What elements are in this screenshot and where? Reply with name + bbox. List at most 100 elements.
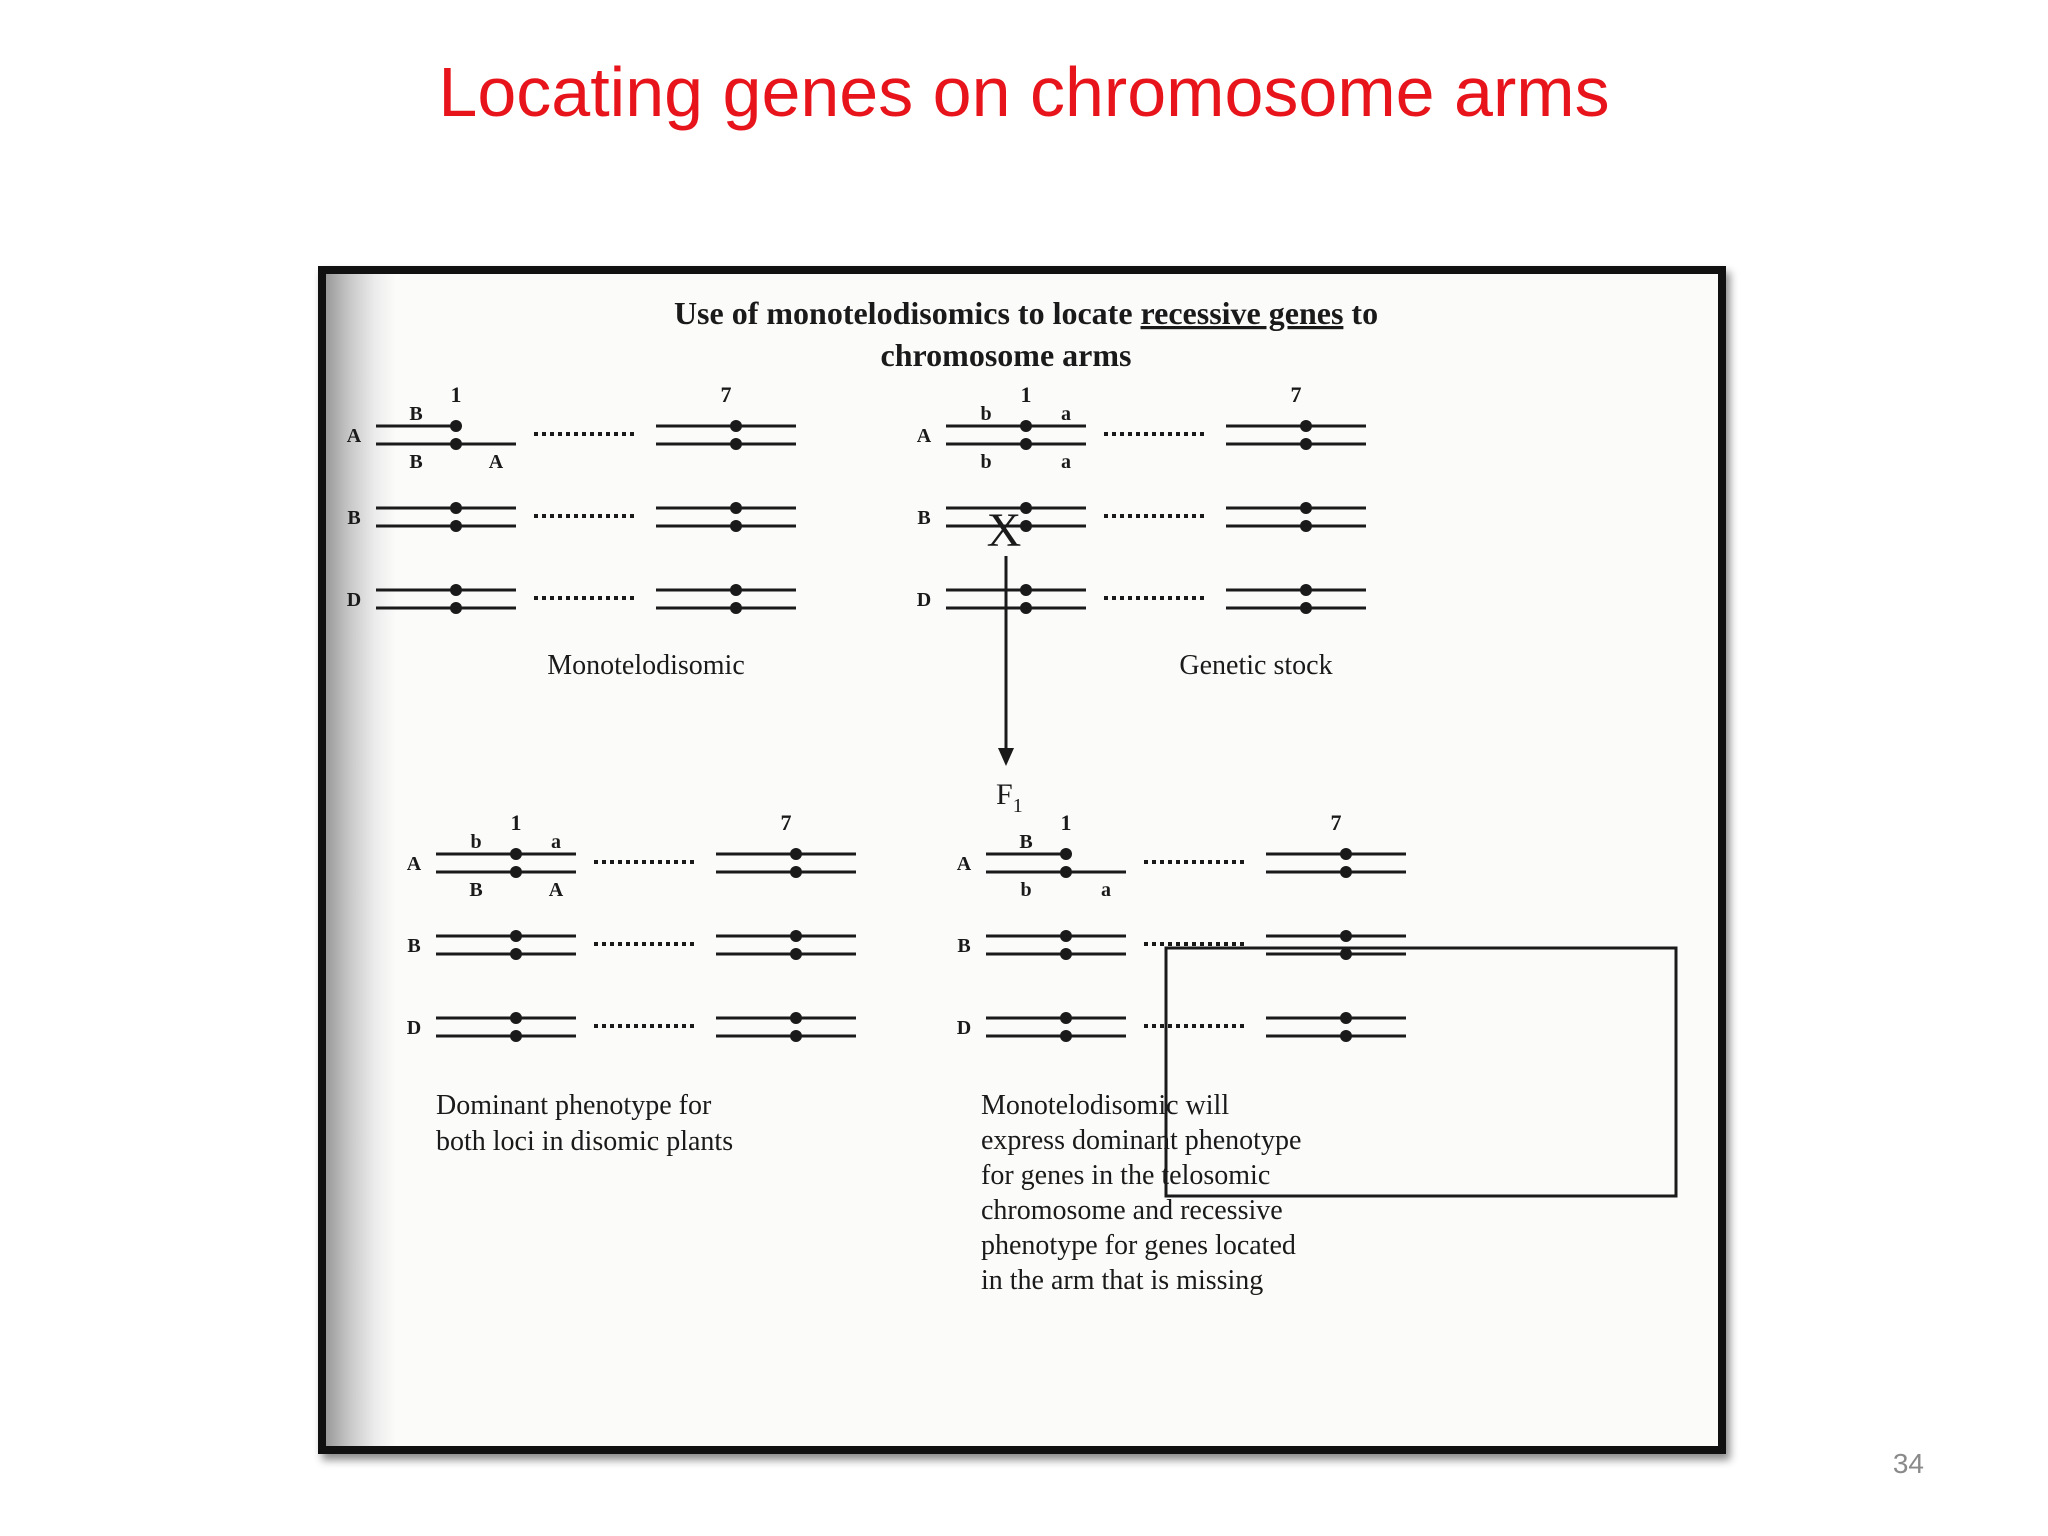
- chromosome-7-d-centromere-upper: [1300, 584, 1312, 596]
- chromosome-7-d-centromere-lower: [1340, 1030, 1352, 1042]
- chromosome-7-a-centromere-upper: [730, 420, 742, 432]
- genome-label-d: D: [917, 589, 931, 611]
- genome-label-d: D: [407, 1017, 421, 1039]
- panel-caption-line: Genetic stock: [1179, 650, 1332, 681]
- genome-label-b: B: [917, 507, 930, 529]
- chromosome-1-b-centromere-lower: [1020, 520, 1032, 532]
- f1-label: F1: [996, 778, 1023, 817]
- chromosome-1-a-centromere-lower: [510, 866, 522, 878]
- chromosome-7-d-centromere-upper: [790, 1012, 802, 1024]
- chromosome-1-a-centromere-upper: [450, 420, 462, 432]
- chromosome-7-a-centromere-lower: [790, 866, 802, 878]
- chromosome-7-b-centromere-upper: [1340, 930, 1352, 942]
- panel-caption-line: phenotype for genes located: [981, 1230, 1296, 1261]
- chromosome-number-7: 7: [781, 810, 792, 835]
- chromosome-7-a-centromere-upper: [1340, 848, 1352, 860]
- panel-caption-line: in the arm that is missing: [981, 1265, 1263, 1296]
- allele-top-right: a: [1061, 403, 1071, 425]
- allele-bottom-left: B: [409, 451, 422, 473]
- chromosome-7-a-centromere-upper: [790, 848, 802, 860]
- cross-symbol: X: [987, 504, 1022, 557]
- chromosome-number-7: 7: [1331, 810, 1342, 835]
- chromosome-7-d-centromere-upper: [1340, 1012, 1352, 1024]
- chromosome-1-a-centromere-upper: [1060, 848, 1072, 860]
- genome-label-d: D: [347, 589, 361, 611]
- scanned-figure: Use of monotelodisomics to locate recess…: [318, 266, 1726, 1454]
- chromosome-1-b-centromere-upper: [1060, 930, 1072, 942]
- result-highlight-box: [1164, 946, 1678, 1198]
- chromosome-7-d-centromere-lower: [790, 1030, 802, 1042]
- allele-bottom-right: A: [489, 451, 504, 473]
- genome-label-b: B: [407, 935, 420, 957]
- chromosome-7-b-centromere-upper: [790, 930, 802, 942]
- allele-bottom-left: b: [1020, 879, 1031, 901]
- chromosome-number-1: 1: [1061, 810, 1072, 835]
- panel-caption-line: chromosome and recessive: [981, 1195, 1283, 1226]
- allele-top-right: a: [551, 831, 561, 853]
- genome-label-b: B: [347, 507, 360, 529]
- chromosome-1-d-centromere-lower: [450, 602, 462, 614]
- figure-heading-line1: Use of monotelodisomics to locate recess…: [674, 295, 1378, 331]
- chromosome-7-a-centromere-lower: [1300, 438, 1312, 450]
- chromosome-7-d-centromere-upper: [730, 584, 742, 596]
- scan-shadow-edge: [326, 274, 396, 1446]
- cross-arrow-head: [998, 748, 1014, 766]
- panel-caption-line: Monotelodisomic: [547, 650, 745, 681]
- chromosome-1-d-centromere-lower: [1020, 602, 1032, 614]
- chromosome-1-d-centromere-upper: [1060, 1012, 1072, 1024]
- slide-title: Locating genes on chromosome arms: [438, 53, 1610, 131]
- chromosome-1-a-centromere-lower: [450, 438, 462, 450]
- chromosome-1-d-centromere-upper: [510, 1012, 522, 1024]
- chromosome-7-a-centromere-upper: [1300, 420, 1312, 432]
- panel-caption-line: express dominant phenotype: [981, 1125, 1301, 1156]
- allele-top-left: B: [1019, 831, 1032, 853]
- allele-top-left: b: [470, 831, 481, 853]
- allele-bottom-right: a: [1101, 879, 1111, 901]
- chromosome-1-b-centromere-lower: [450, 520, 462, 532]
- f1-subscript: 1: [1013, 795, 1023, 817]
- chromosome-number-1: 1: [451, 382, 462, 407]
- genome-label-a: A: [957, 853, 972, 875]
- chromosome-1-b-centromere-upper: [1020, 502, 1032, 514]
- panel-caption-line: for genes in the telosomic: [981, 1160, 1270, 1191]
- genome-label-a: A: [917, 425, 932, 447]
- allele-bottom-right: A: [549, 879, 564, 901]
- slide-number: 34: [1892, 1448, 1924, 1479]
- chromosome-1-d-centromere-upper: [450, 584, 462, 596]
- genome-label-a: A: [407, 853, 422, 875]
- chromosome-7-b-centromere-upper: [1300, 502, 1312, 514]
- chromosome-1-a-centromere-upper: [510, 848, 522, 860]
- allele-top-left: b: [980, 403, 991, 425]
- chromosome-7-b-centromere-lower: [1340, 948, 1352, 960]
- f1-letter: F: [996, 778, 1013, 811]
- chromosome-1-d-centromere-upper: [1020, 584, 1032, 596]
- chromosome-7-b-centromere-upper: [730, 502, 742, 514]
- figure-heading-emphasis: recessive genes: [1141, 295, 1344, 331]
- figure-diagram: Use of monotelodisomics to locate recess…: [347, 295, 1678, 1296]
- chromosome-number-1: 1: [511, 810, 522, 835]
- chromosome-7-a-centromere-lower: [730, 438, 742, 450]
- figure-heading-part1: Use of monotelodisomics to locate: [674, 295, 1141, 331]
- figure-heading-line2: chromosome arms: [881, 337, 1132, 373]
- panel-caption-line: Dominant phenotype for: [436, 1090, 712, 1121]
- chromosome-1-b-centromere-lower: [510, 948, 522, 960]
- panel-caption-line: both loci in disomic plants: [436, 1126, 733, 1157]
- chromosome-number-1: 1: [1021, 382, 1032, 407]
- chromosome-7-d-centromere-lower: [730, 602, 742, 614]
- chromosome-1-a-centromere-lower: [1060, 866, 1072, 878]
- chromosome-1-a-centromere-lower: [1020, 438, 1032, 450]
- chromosome-number-7: 7: [1291, 382, 1302, 407]
- chromosome-1-d-centromere-lower: [1060, 1030, 1072, 1042]
- genome-label-b: B: [957, 935, 970, 957]
- allele-top-left: B: [409, 403, 422, 425]
- allele-bottom-right: a: [1061, 451, 1071, 473]
- chromosome-7-d-centromere-lower: [1300, 602, 1312, 614]
- panel-caption-line: Monotelodisomic will: [981, 1090, 1229, 1121]
- chromosome-7-a-centromere-lower: [1340, 866, 1352, 878]
- chromosome-number-7: 7: [721, 382, 732, 407]
- chromosome-7-b-centromere-lower: [1300, 520, 1312, 532]
